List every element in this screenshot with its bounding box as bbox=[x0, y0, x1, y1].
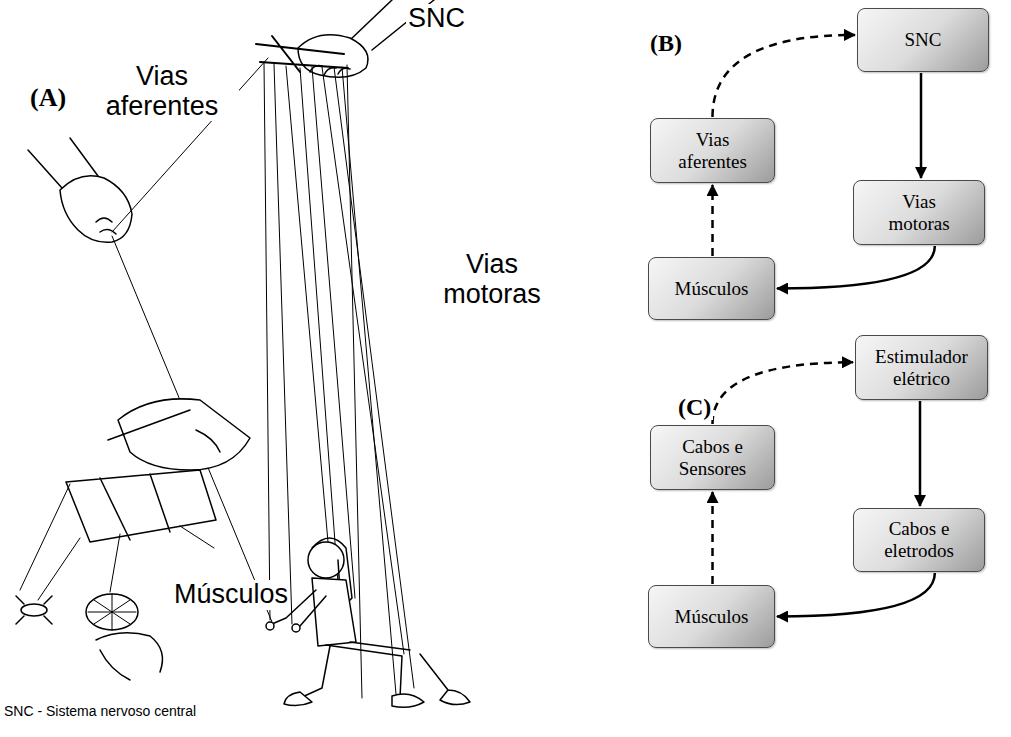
process-box: Cabos e Sensores bbox=[650, 425, 775, 490]
box-label: Cabos e Sensores bbox=[672, 436, 754, 480]
feedback-arrow bbox=[711, 185, 714, 256]
box-label: Cabos e eletrodos bbox=[875, 518, 963, 562]
box-label: Estimulador elétrico bbox=[866, 346, 978, 390]
part-label: Vias aferentes bbox=[85, 62, 239, 121]
part-label: SNC bbox=[406, 4, 467, 34]
process-box: Vias aferentes bbox=[650, 118, 775, 183]
flow-arrow bbox=[777, 573, 935, 617]
panel-letter: (C) bbox=[676, 394, 713, 420]
process-box: Cabos e eletrodos bbox=[853, 508, 985, 572]
part-label: Músculos bbox=[172, 580, 290, 610]
feedback-arrow bbox=[713, 362, 854, 424]
flow-arrow bbox=[919, 401, 922, 506]
panel-letter: (A) bbox=[28, 84, 68, 113]
process-box: SNC bbox=[857, 8, 989, 72]
box-label: Músculos bbox=[675, 278, 749, 300]
box-label: Vias motoras bbox=[879, 191, 959, 235]
process-box: Estimulador elétrico bbox=[855, 335, 988, 400]
box-label: Músculos bbox=[675, 606, 749, 628]
flow-arrow bbox=[920, 73, 923, 178]
footnote: SNC - Sistema nervoso central bbox=[2, 704, 198, 719]
box-label: SNC bbox=[905, 29, 942, 51]
process-box: Músculos bbox=[648, 257, 775, 320]
feedback-arrow bbox=[713, 35, 856, 117]
flow-arrow bbox=[777, 246, 935, 289]
box-label: Vias aferentes bbox=[670, 129, 755, 173]
process-box: Músculos bbox=[648, 585, 775, 648]
feedback-arrow bbox=[711, 492, 714, 584]
part-label: Vias motoras bbox=[415, 250, 569, 309]
panel-letter: (B) bbox=[648, 30, 684, 56]
process-box: Vias motoras bbox=[853, 180, 985, 245]
